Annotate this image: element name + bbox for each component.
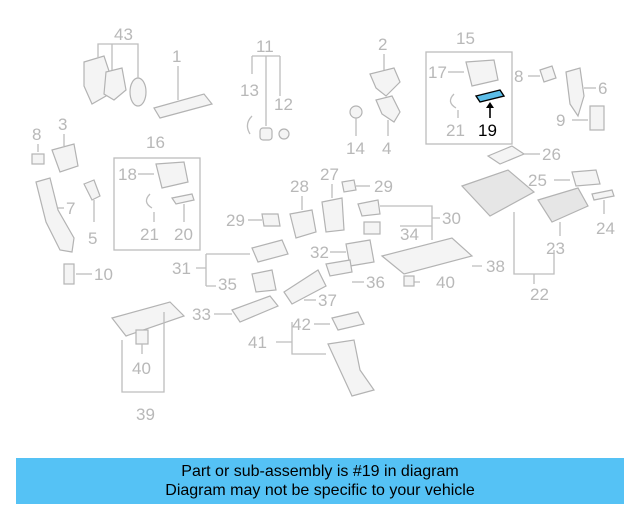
callout-15: 15: [456, 29, 475, 48]
part-32: [345, 239, 375, 267]
callout-8-left: 8: [32, 125, 41, 144]
callout-18: 18: [118, 165, 137, 184]
part-18: [155, 161, 189, 189]
part-12: [278, 128, 290, 140]
callout-28: 28: [290, 177, 309, 196]
callout-39: 39: [136, 405, 155, 424]
part-7: [35, 177, 75, 253]
callout-40-left: 40: [132, 359, 151, 378]
callout-32: 32: [310, 243, 329, 262]
callout-10: 10: [94, 265, 113, 284]
part-4: [375, 95, 401, 123]
part-2: [369, 67, 401, 97]
banner-line-1: Part or sub-assembly is #19 in diagram: [181, 463, 459, 480]
part-group-43: [83, 43, 147, 107]
callout-1: 1: [172, 47, 181, 66]
part-11: [259, 127, 273, 141]
part-33: [231, 295, 279, 323]
part-30: [357, 199, 381, 217]
group-box-15: [425, 51, 513, 145]
part-1: [153, 93, 214, 119]
part-29-left: [261, 213, 281, 227]
callout-6: 6: [598, 79, 607, 98]
part-40-right: [403, 275, 415, 287]
part-27: [321, 197, 345, 233]
callout-13: 13: [240, 81, 259, 100]
callout-23: 23: [546, 239, 565, 258]
part-25: [571, 169, 601, 187]
part-5: [83, 179, 101, 201]
part-24: [591, 189, 615, 201]
callout-41: 41: [248, 333, 267, 352]
callout-36: 36: [366, 273, 385, 292]
part-3: [51, 143, 79, 173]
callout-12: 12: [274, 95, 293, 114]
callout-29-left: 29: [226, 211, 245, 230]
callout-3: 3: [58, 115, 67, 134]
part-35: [251, 269, 277, 293]
callout-34: 34: [400, 225, 419, 244]
part-28: [289, 209, 317, 239]
callout-19: 19: [478, 121, 497, 140]
callout-35: 35: [218, 275, 237, 294]
callout-11: 11: [256, 37, 274, 56]
part-13: [246, 115, 253, 135]
part-40-left: [135, 329, 149, 345]
callout-14: 14: [346, 139, 365, 158]
callout-17: 17: [428, 63, 447, 82]
callout-24: 24: [596, 219, 615, 238]
part-29-right: [341, 179, 357, 193]
callout-40-right: 40: [436, 273, 455, 292]
part-9: [589, 105, 605, 131]
part-21-lower: [145, 193, 153, 209]
callout-42: 42: [292, 315, 311, 334]
part-19-highlighted: [474, 89, 506, 103]
part-26: [486, 145, 526, 165]
part-23: [537, 187, 589, 223]
callout-9: 9: [556, 111, 565, 130]
callout-27: 27: [320, 165, 339, 184]
callout-20: 20: [174, 225, 193, 244]
part-14: [349, 105, 363, 119]
part-36: [325, 259, 353, 277]
callout-4: 4: [382, 139, 391, 158]
callout-37: 37: [318, 291, 337, 310]
callout-22: 22: [530, 285, 549, 304]
part-8-left: [31, 153, 45, 165]
banner-line-2: Diagram may not be specific to your vehi…: [165, 482, 475, 499]
callout-5: 5: [88, 229, 97, 248]
callout-2: 2: [378, 35, 387, 54]
part-17: [465, 59, 499, 87]
callout-8-right: 8: [514, 67, 523, 86]
callout-29-right: 29: [374, 177, 393, 196]
part-42: [331, 311, 365, 331]
callout-21-upper: 21: [446, 121, 465, 140]
callout-16: 16: [146, 133, 165, 152]
part-20: [171, 193, 195, 205]
info-banner: Part or sub-assembly is #19 in diagram D…: [16, 458, 624, 504]
part-6: [565, 67, 585, 118]
callout-25: 25: [528, 171, 547, 190]
callout-26: 26: [542, 145, 561, 164]
part-21-upper: [449, 93, 457, 109]
callout-7: 7: [66, 199, 75, 218]
part-38: [380, 237, 474, 275]
callout-31: 31: [172, 259, 191, 278]
callout-33: 33: [192, 305, 211, 324]
callout-30: 30: [442, 209, 461, 228]
callout-21-lower: 21: [140, 225, 159, 244]
part-31: [251, 239, 289, 263]
part-10: [63, 263, 75, 285]
part-39: [110, 301, 186, 337]
group-box-16: [113, 157, 201, 251]
part-37: [283, 269, 327, 305]
part-34: [363, 221, 381, 235]
part-22: [460, 169, 536, 217]
callout-38: 38: [486, 257, 505, 276]
part-41: [327, 339, 375, 397]
part-8-right: [539, 65, 557, 83]
callout-43: 43: [114, 25, 133, 44]
